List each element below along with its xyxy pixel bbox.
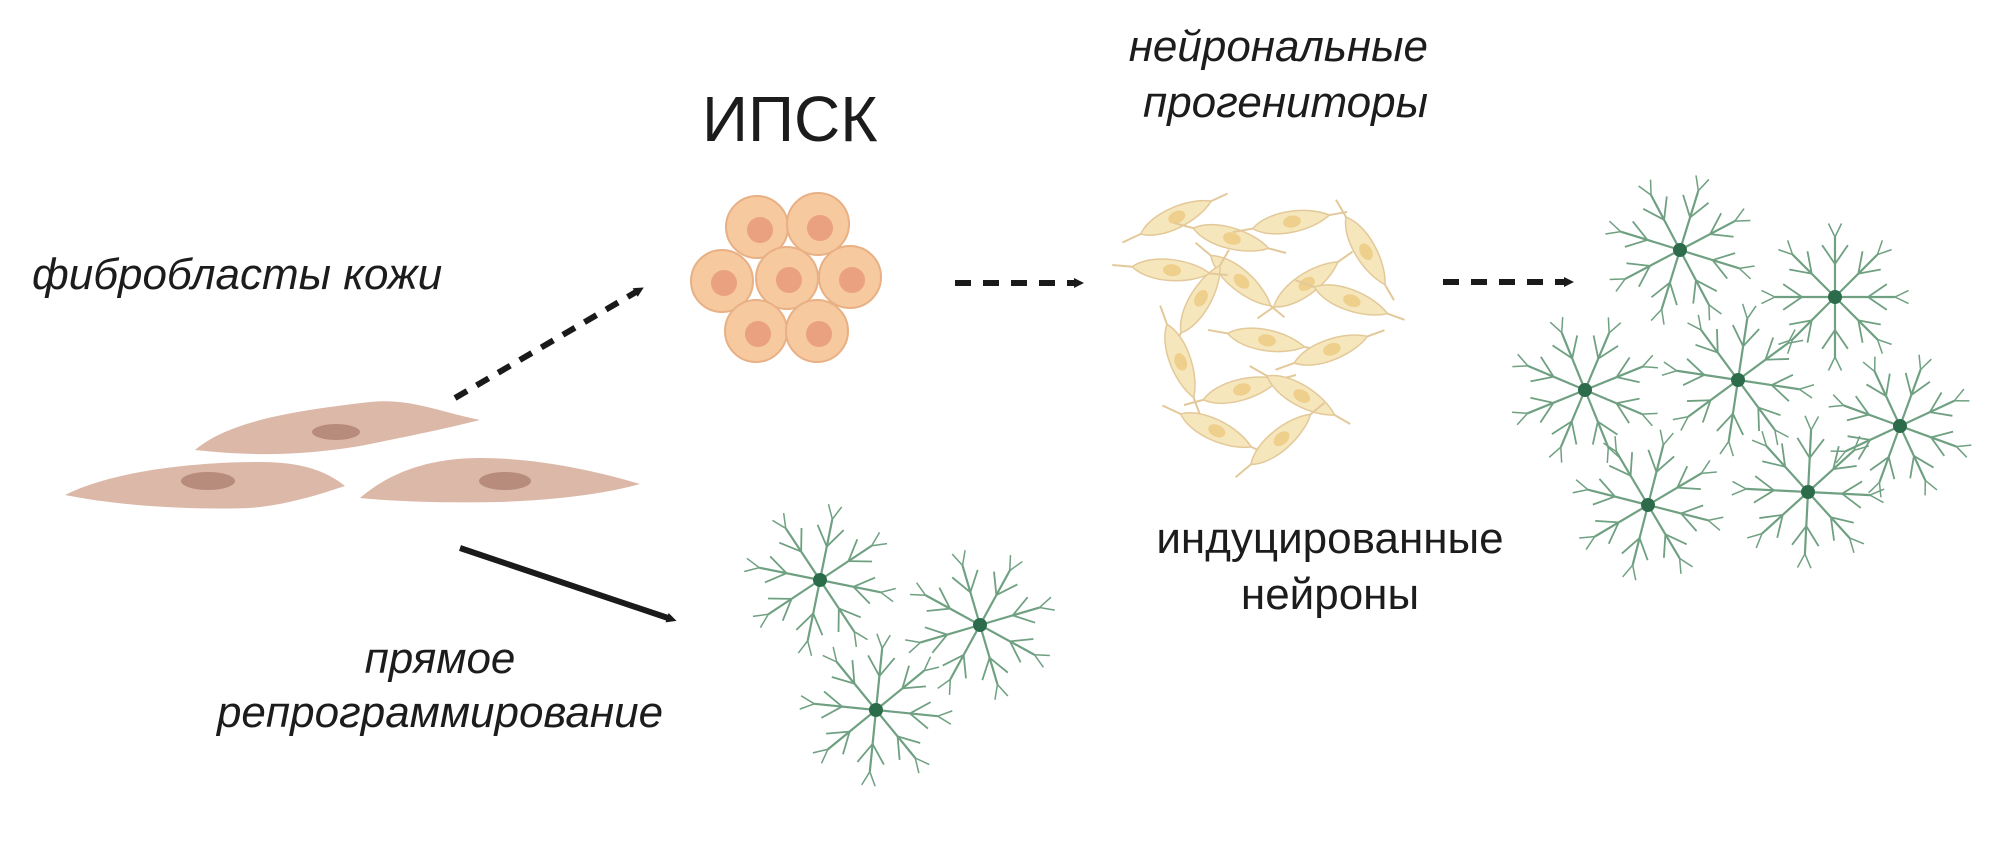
progenitor-cell	[1256, 250, 1354, 320]
progenitor-cell	[1170, 249, 1230, 351]
progenitor-cell	[1112, 258, 1228, 282]
ipsc-derived-neuron-group	[1512, 175, 1972, 581]
neuron	[1605, 175, 1755, 325]
ipsc-nucleus	[807, 215, 833, 241]
label-induced-line2: нейроны	[1240, 570, 1420, 619]
label-induced-line1: индуцированные	[1156, 514, 1504, 563]
progenitor-cell	[1335, 199, 1395, 301]
label-direct-line1: прямое	[364, 634, 516, 683]
neuron	[1572, 429, 1724, 581]
neuron	[1828, 354, 1972, 498]
arrow-direct-reprogramming	[459, 545, 677, 623]
label-direct-line2: репрограммирование	[216, 688, 664, 737]
progenitor-cell	[1249, 365, 1351, 425]
progenitor-cell	[1232, 209, 1348, 235]
progenitor-cell	[1207, 327, 1323, 353]
label-ipsc: ИПСК	[702, 83, 878, 155]
ipsc-nucleus	[747, 217, 773, 243]
fibroblast-nucleus	[181, 472, 235, 490]
arrow-fibroblast-to-ipsc	[453, 287, 644, 401]
neuron	[1731, 415, 1885, 569]
fibroblast-cells	[65, 401, 640, 509]
label-progenitors-line2: прогениторы	[1143, 78, 1428, 127]
neuron	[1661, 303, 1815, 457]
progenitor-cell	[1234, 401, 1326, 479]
neuron	[1761, 223, 1909, 371]
fibroblast-nucleus	[312, 424, 360, 440]
arrows	[453, 277, 1574, 623]
neural-progenitor-cluster	[1112, 192, 1405, 479]
direct-neuron-group	[744, 504, 1055, 787]
fibroblast-nucleus	[479, 472, 531, 490]
ipsc-nucleus	[839, 267, 865, 293]
progenitor-cell	[1295, 279, 1405, 321]
ipsc-nucleus	[776, 267, 802, 293]
ipsc-nucleus	[806, 321, 832, 347]
progenitor-cell	[1159, 305, 1201, 415]
neuron	[744, 504, 896, 656]
neuron	[799, 633, 953, 787]
ipsc-nucleus	[711, 270, 737, 296]
progenitor-cell	[1275, 329, 1385, 371]
progenitor-cell	[1162, 404, 1268, 456]
progenitor-cell	[1194, 241, 1286, 319]
progenitor-cell	[1173, 222, 1287, 254]
neuron	[905, 550, 1055, 700]
progenitor-cell	[1122, 192, 1228, 244]
ipsc-nucleus	[745, 321, 771, 347]
label-fibroblasts: фибробласты кожи	[32, 250, 443, 299]
ipsc-cluster	[690, 192, 882, 363]
label-progenitors-line1: нейрональные	[1128, 22, 1428, 71]
neuron	[1512, 317, 1658, 463]
